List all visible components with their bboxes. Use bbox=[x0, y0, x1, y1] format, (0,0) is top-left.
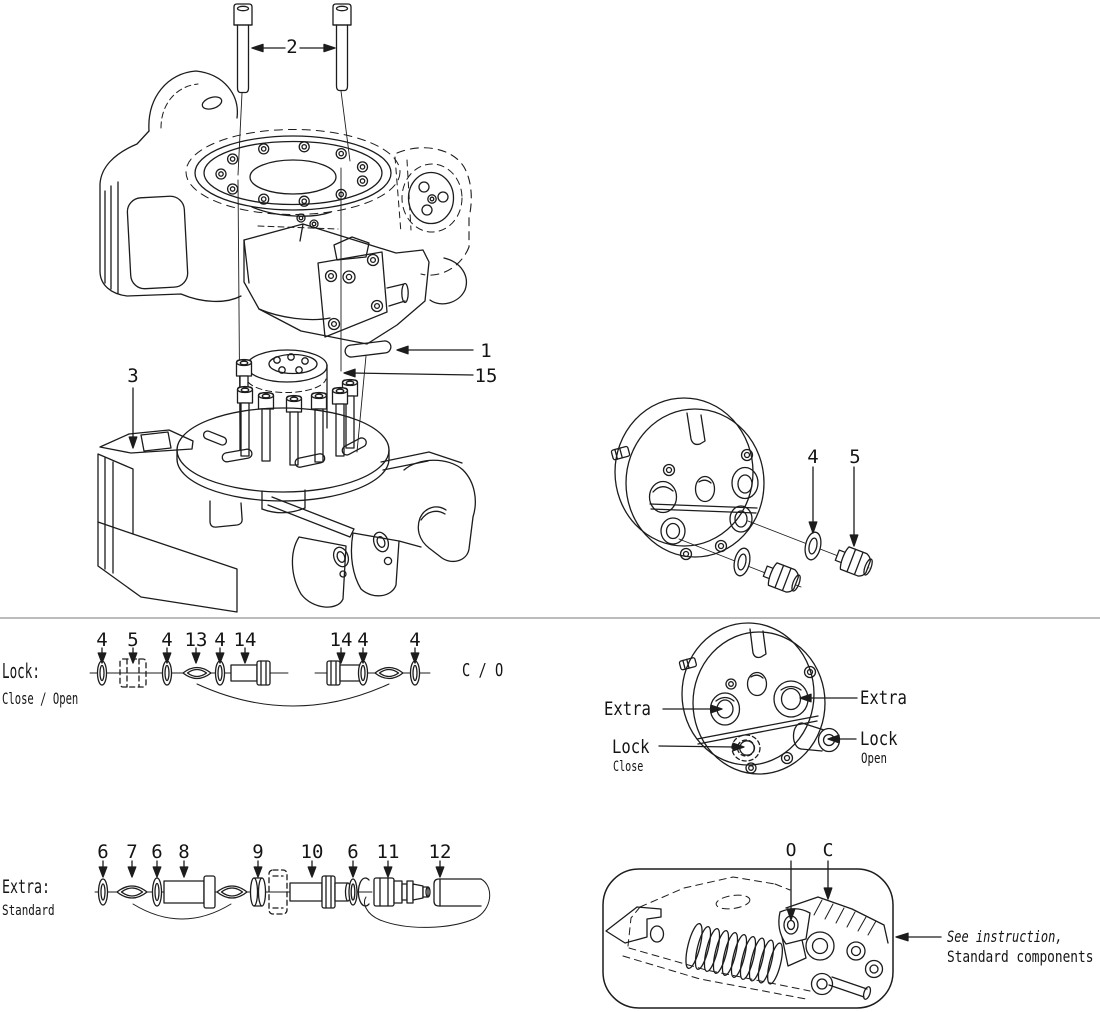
extra-callout-6: 6 bbox=[347, 841, 359, 863]
port-lock-open-label: Lock bbox=[860, 728, 898, 750]
oc-arrows bbox=[786, 860, 833, 921]
hydraulic-flange-drawing bbox=[610, 397, 873, 593]
port-extra-left-label: Extra bbox=[604, 698, 651, 720]
drive-unit-drawing bbox=[243, 223, 430, 345]
extra-callout-7: 11 bbox=[376, 841, 400, 863]
callout-coupling-label: 15 bbox=[474, 365, 498, 387]
instruction-box-drawing bbox=[602, 860, 942, 1009]
callout-arrows-main bbox=[128, 345, 474, 449]
dowel-pin-drawing bbox=[344, 340, 392, 453]
lock-callout-1: 5 bbox=[127, 629, 139, 651]
mounting-bracket-drawing bbox=[97, 429, 476, 613]
port-extra-right-label: Extra bbox=[860, 687, 907, 709]
box-note-line1: See instruction, bbox=[947, 927, 1063, 946]
base-disc-drawing bbox=[176, 407, 390, 514]
box-note-line2: Standard components bbox=[947, 947, 1094, 966]
extra-section-title: Extra: bbox=[2, 876, 51, 898]
lock-callout-5: 14 bbox=[233, 629, 257, 651]
note-arrow bbox=[895, 932, 942, 942]
extra-callout-4: 9 bbox=[252, 841, 264, 863]
callout-bolts-label: 2 bbox=[286, 36, 298, 58]
extra-callout-5: 10 bbox=[300, 841, 324, 863]
extra-callout-arrows bbox=[98, 860, 445, 878]
port-lock-close-label: Lock bbox=[612, 736, 650, 758]
lock-callout-0: 4 bbox=[96, 629, 108, 651]
lock-callout-6: 14 bbox=[329, 629, 353, 651]
callout-plug-label: 5 bbox=[849, 446, 861, 468]
lock-callout-8: 4 bbox=[409, 629, 421, 651]
extra-callout-2: 6 bbox=[151, 841, 163, 863]
box-open-label: O bbox=[785, 840, 797, 861]
stud-bolts-drawing bbox=[235, 358, 359, 466]
lock-callout-7: 4 bbox=[357, 629, 369, 651]
spring-drawing bbox=[685, 922, 784, 985]
callout-pin-label: 1 bbox=[480, 340, 492, 362]
port-flange-leaders bbox=[658, 693, 858, 752]
port-lock-close-sub: Close bbox=[613, 759, 644, 775]
lock-parts-drawing bbox=[89, 647, 431, 707]
hex-bolts-drawing bbox=[233, 3, 352, 176]
extra-callout-3: 8 bbox=[178, 841, 190, 863]
lock-callout-2: 4 bbox=[161, 629, 173, 651]
lock-section-code: C / O bbox=[462, 660, 504, 681]
port-flange-drawing bbox=[658, 622, 858, 775]
box-close-label: C bbox=[822, 840, 834, 861]
extra-callout-0: 6 bbox=[97, 841, 109, 863]
lock-section-subtitle: Close / Open bbox=[2, 689, 79, 708]
extra-callout-1: 7 bbox=[126, 841, 138, 863]
lock-callout-3: 13 bbox=[184, 629, 208, 651]
callout-bracket-label: 3 bbox=[127, 365, 139, 387]
port-lock-open-sub: Open bbox=[861, 751, 887, 767]
gearbox-housing-drawing bbox=[99, 70, 472, 305]
lock-callout-4: 4 bbox=[214, 629, 226, 651]
lock-callout-arrows bbox=[97, 647, 420, 664]
callout-washer-label: 4 bbox=[807, 446, 819, 468]
extra-parts-drawing bbox=[94, 860, 491, 928]
extra-section-subtitle: Standard bbox=[2, 903, 55, 919]
lock-section-title: Lock: bbox=[2, 659, 40, 683]
extra-callout-8: 12 bbox=[428, 841, 452, 863]
